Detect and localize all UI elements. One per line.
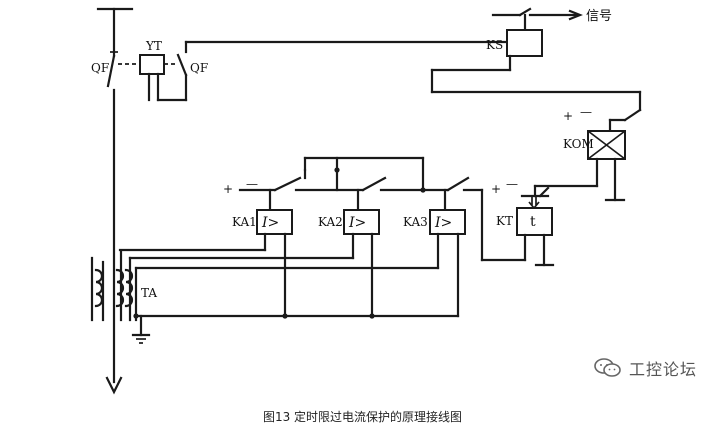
- label-ta: TA: [141, 286, 157, 300]
- kt-symbol: t: [530, 214, 536, 230]
- ka1-symbol: I>: [261, 215, 279, 231]
- relay-ka3: [429, 209, 466, 235]
- overcurrent-contacts: [238, 156, 484, 213]
- label-qf-left: QF: [91, 61, 109, 75]
- ct-secondary-wiring: [118, 232, 460, 319]
- signal-relay-ks: [430, 7, 642, 133]
- relay-ks-box: [506, 29, 543, 57]
- ka2-symbol: I>: [348, 215, 366, 231]
- plus-kom: +: [563, 109, 573, 123]
- watermark-text: 工控论坛: [629, 360, 698, 379]
- busbar-and-feeder: [96, 7, 134, 395]
- label-signal: 信号: [586, 9, 612, 24]
- ka3-symbol: I>: [434, 215, 452, 231]
- relay-ka1-box: [256, 209, 293, 235]
- output-relay-kom: [533, 130, 626, 202]
- current-transformers-ta: [90, 250, 151, 344]
- label-kom: KOM: [563, 137, 594, 151]
- relay-kt-box: [516, 207, 553, 236]
- relay-ka2: [343, 209, 380, 235]
- label-yt: YT: [145, 39, 162, 53]
- label-ka1: KA1: [232, 215, 257, 229]
- minus-kom: —: [580, 105, 592, 119]
- minus-ka-bus: —: [246, 177, 258, 191]
- figure-caption: 图13 定时限过电流保护的原理接线图: [262, 410, 463, 424]
- label-ka3: KA3: [403, 215, 428, 229]
- breaker-qf-trip-coil: [118, 40, 512, 102]
- time-relay-kt: [480, 186, 555, 267]
- label-qf-right: QF: [190, 61, 208, 75]
- minus-kt: —: [506, 177, 518, 191]
- plus-kt: +: [491, 182, 501, 196]
- label-ks: KS: [486, 38, 503, 52]
- relay-ka1: [256, 209, 293, 235]
- label-kt: KT: [496, 214, 513, 228]
- relay-ka3-box: [429, 209, 466, 235]
- relay-ka2-box: [343, 209, 380, 235]
- trip-coil-yt: [139, 54, 165, 75]
- wechat-logo-icon: [594, 358, 621, 377]
- watermark: 工控论坛: [593, 356, 697, 380]
- label-ka2: KA2: [318, 215, 343, 229]
- plus-ka-bus: +: [223, 182, 233, 196]
